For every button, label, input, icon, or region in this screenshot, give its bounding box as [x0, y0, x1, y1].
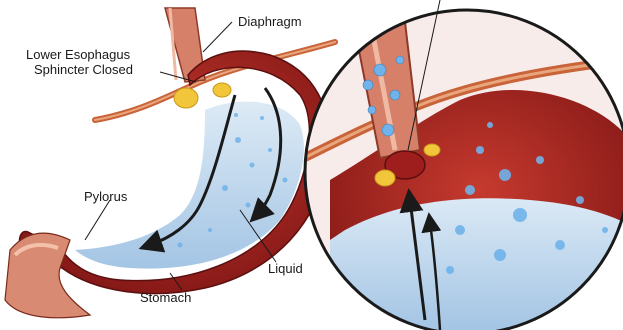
pylorus-label: Pylorus — [84, 190, 127, 204]
fat-pad — [174, 88, 198, 108]
stomach-label: Stomach — [140, 291, 191, 305]
les-label-line2: Sphincter Closed — [34, 63, 133, 77]
liquid-label: Liquid — [268, 262, 303, 276]
les-label-line1: Lower Esophagus — [26, 48, 130, 62]
magnified-view — [300, 0, 623, 330]
diaphragm-label: Diaphragm — [238, 15, 302, 29]
